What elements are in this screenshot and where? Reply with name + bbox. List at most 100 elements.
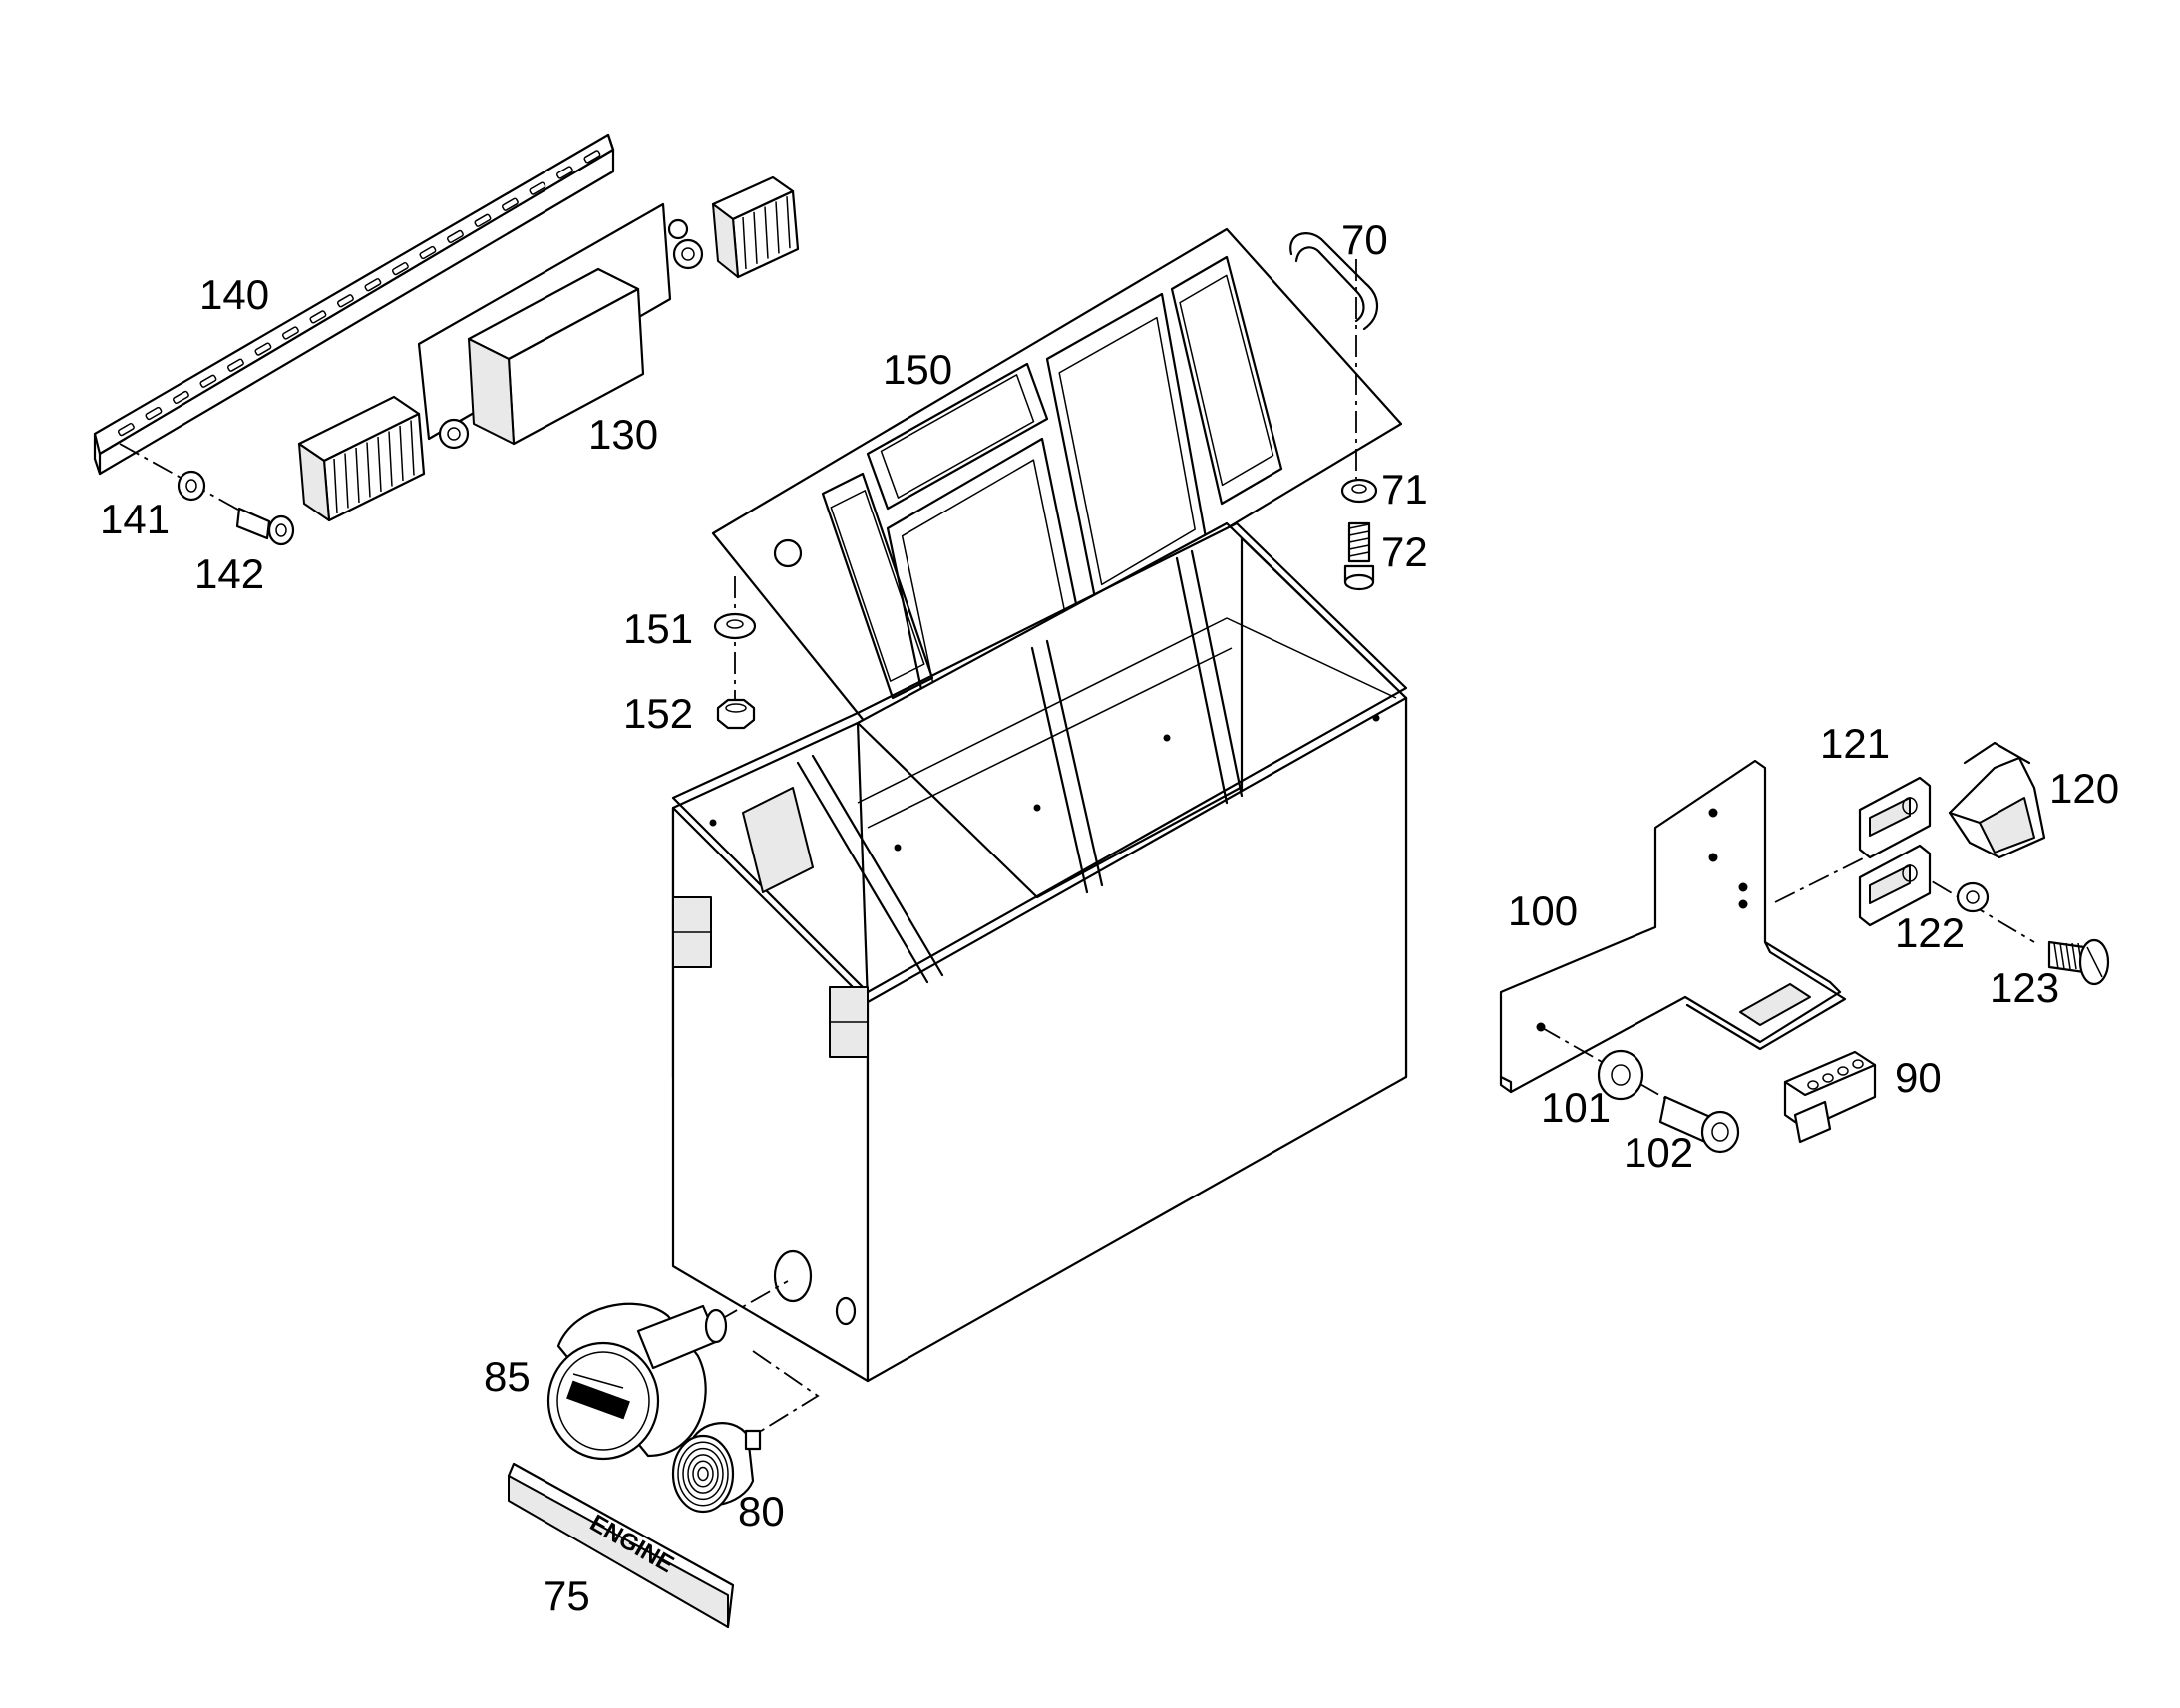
rail-slot: [226, 358, 244, 372]
terminal-rib: [764, 206, 769, 259]
callout-152: 152: [623, 690, 693, 737]
callout-85: 85: [484, 1353, 531, 1400]
callout-70: 70: [1341, 216, 1388, 263]
buzzer-ring: [697, 1466, 709, 1482]
rail-slot: [336, 294, 354, 308]
callout-80: 80: [738, 1488, 785, 1535]
connector-pin: [1837, 1066, 1849, 1076]
callout-141: 141: [100, 496, 170, 542]
terminal-rib: [410, 420, 415, 476]
thread-line: [1348, 523, 1370, 529]
terminal-rib: [753, 211, 758, 264]
screw-123: [2047, 938, 2110, 986]
terminal-rib: [775, 201, 780, 254]
thread-line: [2059, 942, 2065, 970]
bracket-100: [1499, 759, 1847, 1094]
terminal-rib: [333, 458, 338, 514]
clip-121: [1858, 776, 1932, 927]
washer-71: [1340, 478, 1378, 504]
callout-122: 122: [1895, 909, 1965, 956]
handle-70: [1289, 232, 1379, 331]
gasket-frame-inner: [880, 374, 1035, 499]
thread-line: [2053, 942, 2059, 970]
screw-142: [235, 507, 295, 546]
rail-slot: [172, 390, 189, 405]
washer-101: [1597, 1049, 1644, 1101]
callout-71: 71: [1381, 466, 1428, 512]
hour-meter-85: [546, 1302, 728, 1461]
thread-line: [1348, 551, 1370, 557]
callout-140: 140: [199, 271, 269, 318]
gasket-frame-inner: [1058, 316, 1196, 586]
rail-slot: [555, 166, 573, 179]
callout-121: 121: [1820, 720, 1890, 767]
rail-slot: [446, 229, 464, 244]
callout-150: 150: [883, 346, 952, 393]
thread-line: [2065, 942, 2071, 970]
terminal-rib: [377, 436, 382, 493]
rail-slot: [117, 422, 135, 437]
thread-line: [1348, 537, 1370, 543]
terminal-rib: [786, 196, 791, 249]
gasket-frame: [1170, 255, 1283, 506]
terminal-rib: [355, 447, 360, 504]
terminal-assembly-130: [297, 175, 800, 522]
rail-slot: [391, 261, 409, 276]
terminal-rib: [388, 431, 393, 487]
thread-line: [1348, 530, 1370, 536]
gasket-frame-inner: [830, 490, 925, 682]
gasket-frame: [866, 362, 1049, 511]
rail-slot: [145, 406, 163, 421]
buzzer-ring: [692, 1460, 714, 1488]
rail-slot: [529, 181, 546, 195]
terminal-rib: [366, 442, 371, 498]
buzzer-ring: [682, 1447, 724, 1501]
thread-line: [2071, 942, 2077, 970]
callout-130: 130: [588, 411, 658, 458]
callout-123: 123: [1990, 964, 2059, 1011]
washer-122: [1956, 881, 1990, 913]
enclosure-box: [671, 521, 1408, 1383]
callout-142: 142: [194, 550, 264, 597]
connector-pin: [1852, 1059, 1864, 1069]
callout-72: 72: [1381, 528, 1428, 575]
rail-slot: [364, 278, 382, 292]
connector-90: [1783, 1050, 1877, 1144]
buzzer-ring: [687, 1454, 719, 1494]
terminal-rib: [344, 453, 349, 509]
callout-90: 90: [1895, 1054, 1942, 1101]
screw-102: [1658, 1095, 1740, 1154]
rail-slot: [309, 310, 327, 324]
washer-141: [177, 470, 206, 502]
gasket-frame-inner: [1179, 274, 1274, 487]
buzzer-80: [671, 1422, 762, 1514]
connector-pin: [1807, 1080, 1819, 1090]
rail-slot: [419, 245, 437, 260]
terminal-rib: [742, 216, 747, 270]
callout-100: 100: [1508, 887, 1578, 934]
screw-72: [1343, 521, 1375, 591]
rail-slot: [281, 326, 299, 340]
rail-slot: [199, 374, 217, 388]
callout-101: 101: [1541, 1084, 1611, 1131]
callout-75: 75: [544, 1572, 590, 1619]
callout-120: 120: [2049, 765, 2119, 812]
thread-line: [1348, 544, 1370, 550]
buzzer-ring: [677, 1441, 729, 1507]
holder-120: [1948, 741, 2046, 859]
rail-slot: [501, 197, 519, 211]
rail-slot: [254, 342, 272, 356]
rail-slot: [474, 213, 492, 227]
callout-102: 102: [1624, 1129, 1693, 1176]
cover-plate-150: [711, 227, 1403, 740]
washer-151: [713, 612, 757, 640]
callout-151: 151: [623, 605, 693, 652]
nut-152: [716, 698, 756, 730]
din-rail-140: [93, 133, 615, 476]
callout-labels: 70 71 72 75 80 85 90 100 101 102 120 121 122 123 130 14…: [100, 216, 2119, 1619]
rail-slot: [583, 150, 601, 164]
terminal-rib: [399, 425, 404, 482]
connector-pin: [1822, 1073, 1834, 1083]
